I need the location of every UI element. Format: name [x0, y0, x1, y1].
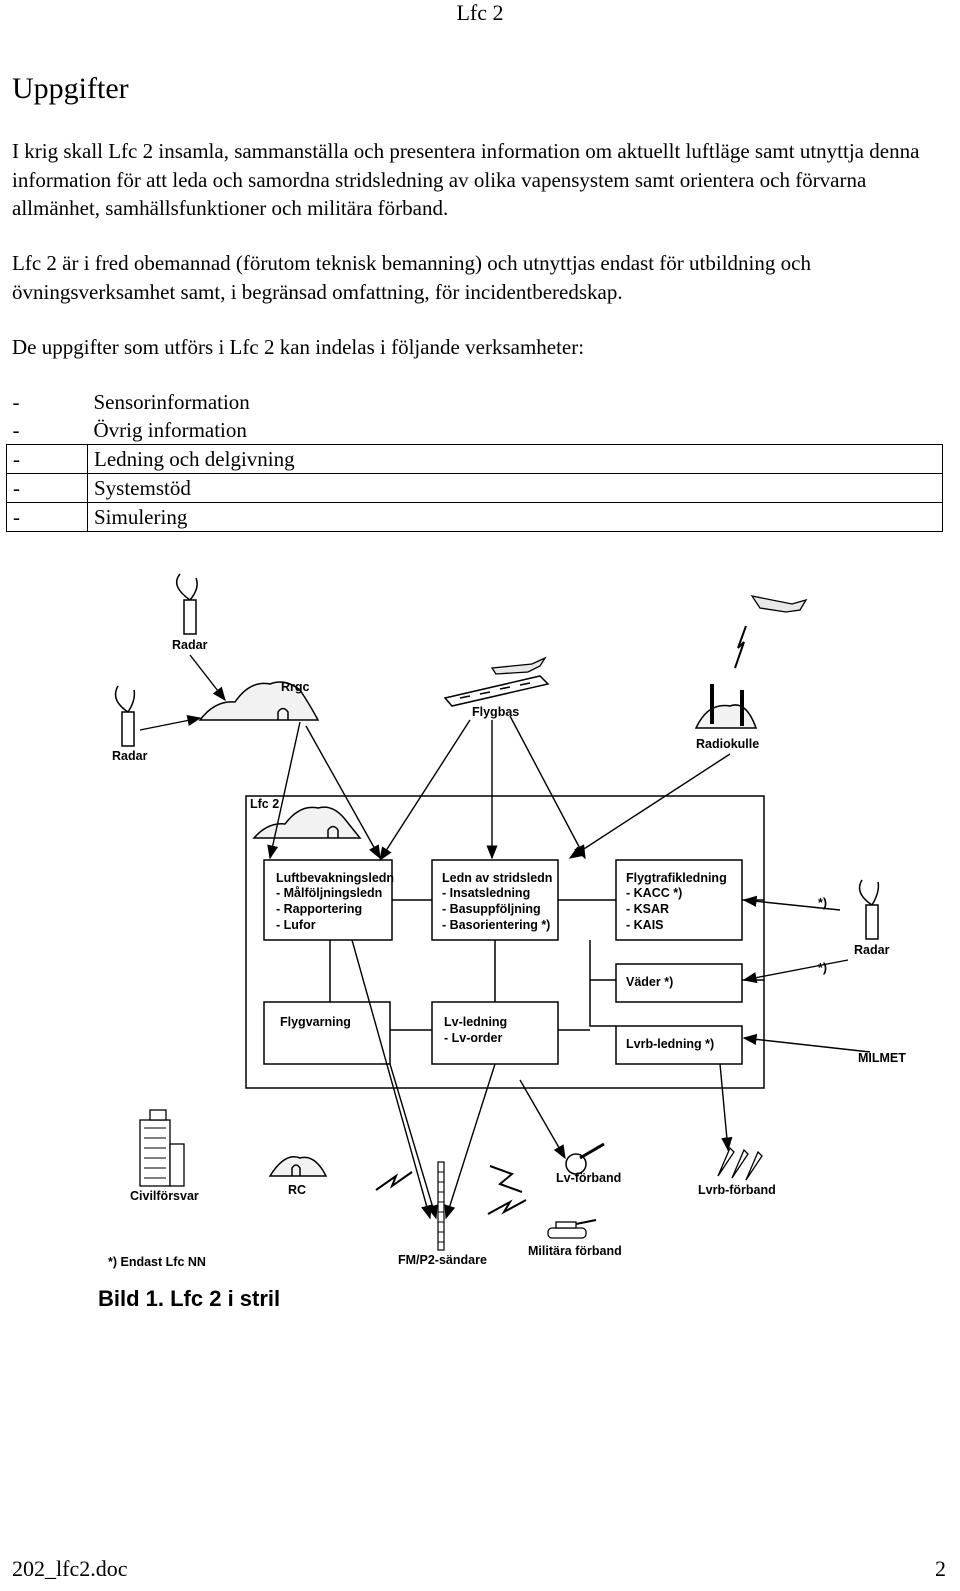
runway-icon [443, 675, 550, 707]
civilforsvar-label: Civilförsvar [130, 1189, 199, 1203]
radar-top-icon [175, 573, 198, 635]
box-line: - KAIS [626, 918, 664, 932]
box-line: Luftbevakningsledn [276, 871, 394, 885]
box-line: Väder *) [626, 975, 673, 989]
lfc-bunker-icon [327, 825, 339, 838]
page-header: Lfc 2 [456, 0, 504, 25]
flygbas-label: Flygbas [472, 705, 519, 719]
radiokulle-icon [694, 684, 758, 729]
box-line: - Basuppföljning [442, 902, 541, 916]
footnote: *) Endast Lfc NN [108, 1255, 206, 1269]
rc-bunker-icon [291, 1164, 301, 1176]
list-text: Sensorinformation [93, 390, 250, 414]
tank-icon [547, 1219, 597, 1239]
jet-icon [490, 656, 547, 675]
jet-icon [750, 595, 808, 613]
list-text: Övrig information [93, 418, 247, 442]
box-line: - Målföljningsledn [276, 886, 382, 900]
lv-forband-label: Lv-förband [556, 1171, 621, 1185]
lfc-frame [245, 795, 765, 1089]
list-text: Systemstöd [87, 473, 943, 503]
fm-sandare-label: FM/P2-sändare [398, 1253, 487, 1267]
radiokulle-label: Radiokulle [696, 737, 759, 751]
list-item: - Sensorinformation [7, 388, 943, 416]
lightning-icon [489, 1165, 523, 1193]
footer-page-number: 2 [935, 1556, 946, 1581]
lvledning-box [431, 1001, 559, 1065]
paragraph-1: I krig skall Lfc 2 insamla, sammanställa… [12, 139, 920, 220]
activities-table: - Sensorinformation - Övrig information … [6, 388, 943, 532]
paragraph-3: De uppgifter som utförs i Lfc 2 kan inde… [12, 335, 585, 359]
lightning-icon [734, 625, 747, 669]
list-item: - Övrig information [7, 416, 943, 445]
list-item: - Ledning och delgivning [6, 444, 943, 474]
lvrb-forband-label: Lvrb-förband [698, 1183, 776, 1197]
radar-top-label: Radar [172, 638, 208, 652]
lightning-icon [375, 1171, 413, 1191]
stril-diagram: Radar Radar Rrgc Flygbas Radiokulle Lfc … [98, 573, 906, 1311]
militara-forband-label: Militära förband [528, 1244, 622, 1258]
missiles-icon [717, 1146, 763, 1181]
luftbevakning-box [263, 859, 393, 941]
rrgc-bunker-icon [277, 707, 289, 720]
civilforsvar-building-icon [139, 1109, 185, 1187]
list-dash: - [12, 418, 20, 442]
vader-box [615, 963, 743, 1003]
list-dash: - [12, 390, 20, 414]
lfc-mountain-icon [252, 806, 362, 839]
lv-forband-icon [565, 1142, 605, 1175]
rrgc-label: Rrgc [281, 680, 310, 694]
radar-left-label: Radar [112, 749, 148, 763]
star-mark: *) [818, 896, 827, 910]
figure-caption: Bild 1. Lfc 2 i stril [98, 1286, 280, 1311]
box-line: - KACC *) [626, 886, 682, 900]
flygvarning-box [263, 1001, 391, 1065]
box-line: - Lufor [276, 918, 316, 932]
box-line: - Rapportering [276, 902, 362, 916]
box-line: Ledn av stridsledn [442, 871, 552, 885]
fm-mast-icon [437, 1161, 445, 1251]
star-mark: *) [818, 961, 827, 975]
box-line: Lvrb-ledning *) [626, 1037, 714, 1051]
box-line: - Insatsledning [442, 886, 530, 900]
radar-left-icon [114, 685, 136, 747]
list-item: - Simulering [6, 502, 943, 532]
list-dash: - [6, 502, 88, 532]
box-line: - Lv-order [444, 1031, 502, 1045]
list-item: - Systemstöd [6, 473, 943, 503]
rrgc-mountain-icon [198, 681, 320, 721]
milmet-label: MILMET [858, 1051, 906, 1065]
paragraph-2: Lfc 2 är i fred obemannad (förutom tekni… [12, 251, 811, 304]
list-text: Simulering [87, 502, 943, 532]
rc-label: RC [288, 1183, 306, 1197]
box-line: - Basorientering *) [442, 918, 550, 932]
radar-right-icon [858, 879, 880, 940]
arrows [139, 654, 871, 1220]
box-line: Flygvarning [280, 1015, 351, 1029]
list-text: Ledning och delgivning [87, 444, 943, 474]
box-line: Flygtrafikledning [626, 871, 727, 885]
section-heading: Uppgifter [12, 72, 129, 105]
lfc-label: Lfc 2 [250, 797, 279, 811]
list-dash: - [6, 444, 88, 474]
lvrbledning-box [615, 1025, 743, 1065]
lightning-icon [487, 1199, 527, 1215]
radar-right-label: Radar [854, 943, 890, 957]
footer-filename: 202_lfc2.doc [12, 1556, 128, 1581]
box-line: Lv-ledning [444, 1015, 507, 1029]
list-dash: - [6, 473, 88, 503]
box-line: - KSAR [626, 902, 669, 916]
